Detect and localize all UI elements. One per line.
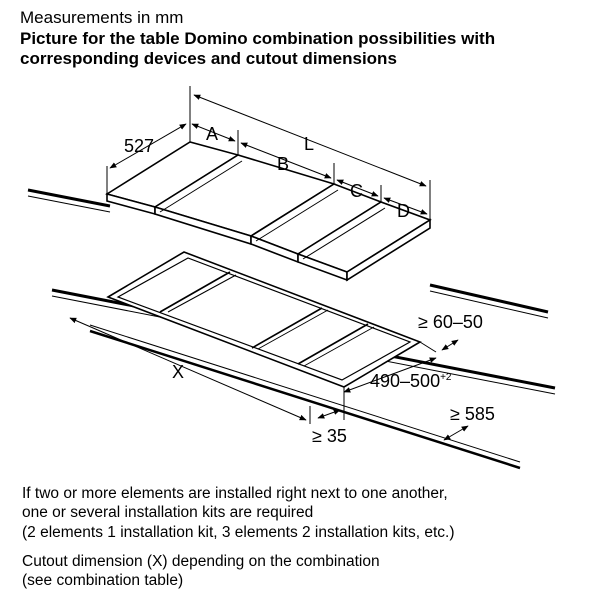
label-L: L	[304, 134, 314, 154]
units-note: Measurements in mm	[20, 8, 184, 27]
label-D: D	[397, 201, 410, 221]
label-B: B	[277, 154, 289, 174]
label-depth-527: 527	[124, 136, 154, 156]
dimension-lines-upper	[106, 86, 431, 220]
title-line-1: Picture for the table Domino combination…	[20, 29, 496, 48]
note-line-4: Cutout dimension (X) depending on the co…	[22, 553, 380, 570]
note-line-2: one or several installation kits are req…	[22, 504, 314, 521]
note-line-3: (2 elements 1 installation kit, 3 elemen…	[22, 524, 455, 541]
title-line-2: corresponding devices and cutout dimensi…	[20, 49, 397, 68]
label-back-clearance: ≥ 60–50	[418, 312, 483, 332]
cutout-frame	[106, 251, 422, 388]
label-front-clearance: ≥ 35	[312, 426, 347, 446]
note-line-1: If two or more elements are installed ri…	[22, 485, 448, 502]
label-cutout-tolerance: +2	[440, 372, 452, 383]
label-A: A	[206, 124, 218, 144]
cooktop-modules	[105, 141, 432, 282]
worktop-upper	[27, 188, 549, 319]
label-worktop-depth: ≥ 585	[450, 404, 495, 424]
note-line-5: (see combination table)	[22, 572, 184, 589]
label-C: C	[350, 181, 363, 201]
dimension-lines-lower	[69, 317, 469, 441]
label-X: X	[172, 362, 184, 382]
label-cutout-depth: 490–500+2	[370, 371, 452, 391]
